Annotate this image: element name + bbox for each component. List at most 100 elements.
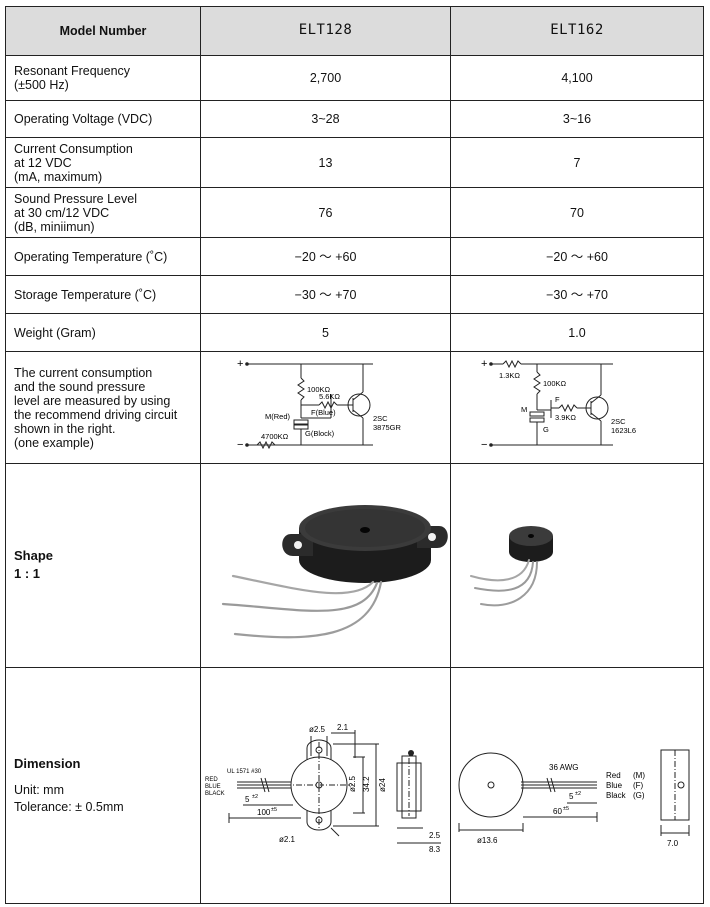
resistor-label: 100KΩ — [307, 385, 331, 394]
note-line: level are measured by using — [14, 393, 171, 408]
dim-label: 2.1 — [337, 723, 349, 732]
plus-label: + — [237, 358, 243, 370]
row-label: Operating Temperature (˚C) — [5, 237, 201, 276]
wire-color: Red — [606, 771, 621, 780]
value-elt128: 5 — [200, 313, 451, 352]
resistor-label: 5.6KΩ — [319, 392, 340, 401]
value-elt162: −30 ～ +70 — [450, 275, 704, 314]
wire-label: G — [543, 425, 549, 434]
dimension-title: Dimension — [14, 755, 81, 771]
wire-spec: 36 AWG — [549, 763, 579, 772]
dimension-label-cell: Dimension Unit: mm Tolerance: ± 0.5mm — [5, 667, 201, 904]
dimension-unit: Unit: mm — [14, 783, 64, 798]
circuit-note: The current consumption and the sound pr… — [5, 351, 201, 464]
wire-code: (G) — [633, 791, 645, 800]
shape-elt162-cell — [450, 463, 704, 668]
row-shape: Shape 1 : 1 — [5, 463, 704, 668]
note-line: shown in the right. — [14, 421, 116, 436]
value-elt128: 3~28 — [200, 100, 451, 138]
terminal-dot — [489, 362, 493, 366]
row-dimension: Dimension Unit: mm Tolerance: ± 0.5mm — [5, 667, 704, 904]
value-elt162: 1.0 — [450, 313, 704, 352]
circuit-elt128-cell: + − 100KΩ 5.6KΩ 4700KΩ M(Red) F(Blue) G(… — [200, 351, 451, 464]
minus-label: − — [481, 439, 487, 451]
resistor-label: 4700KΩ — [261, 432, 289, 441]
circuit-elt162-cell: + − 1.3KΩ 100KΩ 3.9KΩ M F G 2SC 1623L6 — [450, 351, 704, 464]
wire-code: (F) — [633, 781, 644, 790]
wire-color: BLUE — [205, 784, 221, 790]
row-weight: Weight (Gram) 5 1.0 — [5, 313, 704, 352]
transistor-label: 1623L6 — [611, 426, 636, 435]
label-line: (mA, maximum) — [14, 169, 103, 184]
resistor-label: 3.9KΩ — [555, 413, 576, 422]
label-line: Current Consumption — [14, 141, 133, 156]
wire-color: Blue — [606, 781, 623, 790]
label-line: at 30 cm/12 VDC — [14, 205, 110, 220]
row-label: Current Consumption at 12 VDC (mA, maxim… — [5, 137, 201, 188]
dim-label: 60 — [553, 807, 562, 816]
dim-label: 7.0 — [667, 839, 679, 848]
transistor-label: 3875GR — [373, 423, 402, 432]
terminal-dot — [489, 443, 493, 447]
dim-label: ø13.6 — [477, 836, 498, 845]
wire-color: RED — [205, 777, 218, 783]
value-elt162: −20 ～ +60 — [450, 237, 704, 276]
dimension-elt162-cell: 36 AWG Red Blue Black (M) (F) (G) 5 ±2 6… — [450, 667, 704, 904]
label-line: (±500 Hz) — [14, 78, 69, 92]
row-label: Operating Voltage (VDC) — [5, 100, 201, 138]
resistor-label: 100KΩ — [543, 379, 567, 388]
note-line: (one example) — [14, 435, 94, 450]
dim-label: ø2.5 — [309, 725, 326, 734]
row-storage-temperature: Storage Temperature (˚C) −30 ～ +70 −30 ～… — [5, 275, 704, 314]
label-line: Resonant Frequency — [14, 64, 131, 78]
label-line: at 12 VDC — [14, 155, 72, 170]
row-label: Storage Temperature (˚C) — [5, 275, 201, 314]
dim-label: ø2.5 — [348, 775, 357, 792]
note-line: The current consumption — [14, 365, 153, 380]
buzzer-photo-elt128 — [221, 505, 448, 639]
shape-scale: 1 : 1 — [14, 566, 41, 581]
value-elt162: 7 — [450, 137, 704, 188]
model-number-header: Model Number — [5, 6, 201, 56]
spec-table: Model Number ELT128 ELT162 Resonant Freq… — [5, 6, 704, 904]
dim-label: 2.5 — [429, 831, 441, 840]
resistor-label: 1.3KΩ — [499, 371, 520, 380]
dim-tolerance: ±5 — [563, 806, 569, 812]
row-label: Resonant Frequency (±500 Hz) — [5, 55, 201, 101]
model-elt162-header: ELT162 — [450, 6, 704, 56]
wire-label: M(Red) — [265, 412, 291, 421]
dimension-drawing-elt128: ø2.5 2.1 ø2.5 34.2 ø24 2.5 8.3 ø2.1 5 ±2… — [205, 723, 441, 854]
dim-label: 8.3 — [429, 845, 441, 854]
value-elt128: −20 ～ +60 — [200, 237, 451, 276]
dim-tolerance: ±2 — [252, 794, 258, 800]
plus-label: + — [481, 358, 487, 370]
value-elt128: 2,700 — [200, 55, 451, 101]
wire-label: F(Blue) — [311, 408, 336, 417]
dim-tolerance: ±2 — [575, 791, 581, 797]
note-line: the recommend driving circuit — [14, 407, 178, 422]
dim-label: 5 — [569, 792, 574, 801]
wire-spec: UL 1571 #30 — [227, 769, 262, 775]
row-label: Sound Pressure Level at 30 cm/12 VDC (dB… — [5, 187, 201, 238]
label-line: (dB, miniimun) — [14, 219, 95, 234]
buzzer-photo-elt162 — [470, 526, 553, 607]
spec-sheet: Model Number ELT128 ELT162 Resonant Freq… — [5, 6, 704, 904]
dim-label: ø2.1 — [279, 835, 296, 844]
row-sound-pressure-level: Sound Pressure Level at 30 cm/12 VDC (dB… — [5, 187, 704, 238]
datum-mark — [408, 750, 414, 756]
row-operating-temperature: Operating Temperature (˚C) −20 ～ +60 −20… — [5, 237, 704, 276]
wire-color: BLACK — [205, 791, 225, 797]
row-operating-voltage: Operating Voltage (VDC) 3~28 3~16 — [5, 100, 704, 138]
wire-color: Black — [606, 791, 627, 800]
label-line: Sound Pressure Level — [14, 191, 137, 206]
note-line: and the sound pressure — [14, 379, 146, 394]
row-current-consumption: Current Consumption at 12 VDC (mA, maxim… — [5, 137, 704, 188]
row-label: Weight (Gram) — [5, 313, 201, 352]
dimension-tolerance: Tolerance: ± 0.5mm — [14, 800, 124, 815]
row-driving-circuit: The current consumption and the sound pr… — [5, 351, 704, 464]
wire-label: M — [521, 405, 527, 414]
shape-elt128-cell — [200, 463, 451, 668]
value-elt162: 3~16 — [450, 100, 704, 138]
header-row: Model Number ELT128 ELT162 — [5, 6, 704, 56]
shape-title: Shape — [14, 548, 54, 564]
